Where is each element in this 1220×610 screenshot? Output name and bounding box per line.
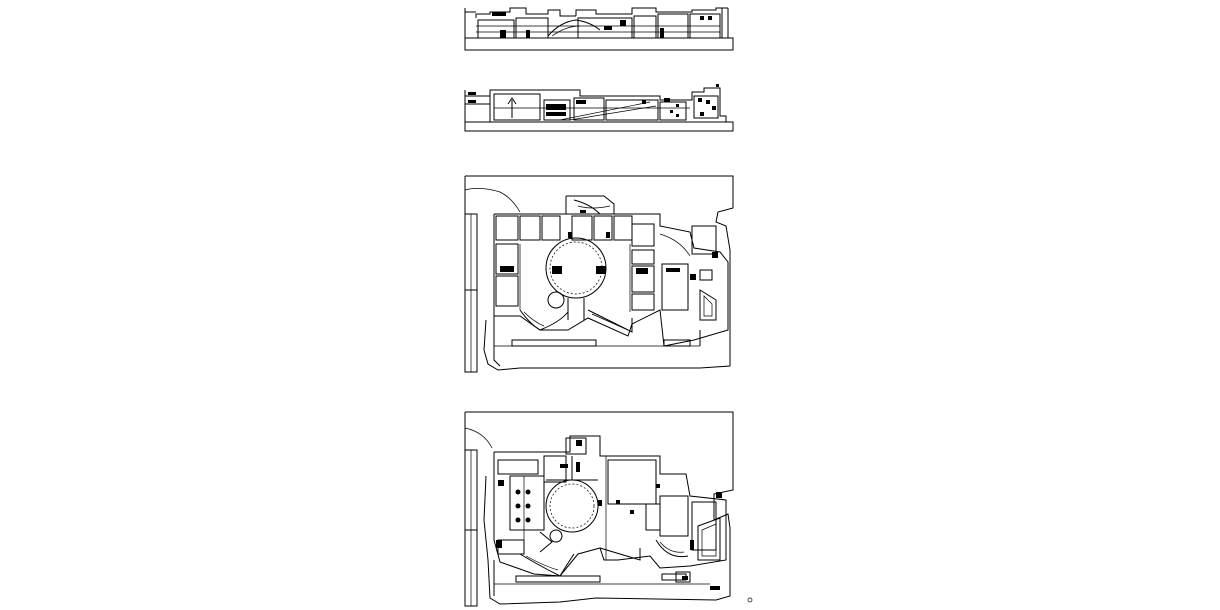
elevation-view-second: [464, 84, 734, 132]
elevation-view-top: [464, 7, 734, 51]
floor-plan-view-lower: [464, 411, 753, 607]
floor-plan-view-upper: [464, 175, 734, 373]
